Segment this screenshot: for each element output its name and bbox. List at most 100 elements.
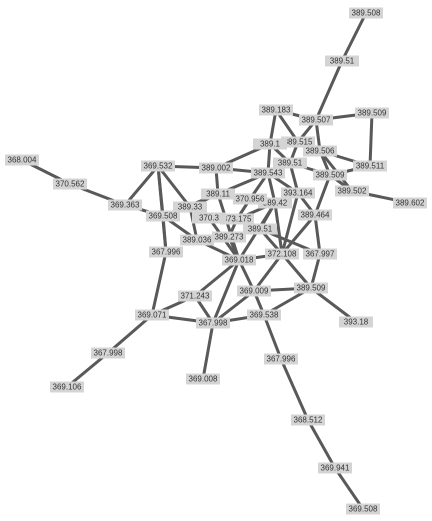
edge-d5-d6 <box>161 214 168 254</box>
node-b5: 389.51 <box>273 157 307 169</box>
node-box <box>243 223 277 235</box>
node-box <box>186 373 220 385</box>
node-b6: 389.509 <box>313 169 347 181</box>
node-g3: 369.941 <box>318 462 352 474</box>
edge-b1-b3 <box>268 108 278 146</box>
node-box <box>318 462 352 474</box>
node-label: 389.515 <box>284 138 313 147</box>
node-box <box>346 503 380 515</box>
node-g2: 368.512 <box>291 414 325 426</box>
node-box <box>253 138 287 150</box>
node-box <box>291 414 325 426</box>
node-box <box>247 309 281 321</box>
edge-a2-a3 <box>314 59 344 122</box>
node-label: 373.175 <box>223 215 252 224</box>
edge-c2-e3 <box>216 192 241 262</box>
edge-e3-e7 <box>193 258 241 298</box>
node-label: 367.997 <box>306 250 335 259</box>
edge-e1-e5 <box>280 252 313 290</box>
node-label: 372.108 <box>268 250 297 259</box>
node-label: 368.004 <box>8 156 37 165</box>
node-box <box>201 188 235 200</box>
edge-b9-e2 <box>313 213 322 256</box>
node-box <box>5 154 39 166</box>
node-box <box>199 162 233 174</box>
node-label: 369.508 <box>149 212 178 221</box>
node-d2: 370.562 <box>53 178 87 190</box>
node-c7: 389.273 <box>212 231 246 243</box>
edge-a4-a5 <box>368 111 374 168</box>
node-box <box>335 185 369 197</box>
node-c4: 373.175 <box>220 213 254 225</box>
node-box <box>303 248 337 260</box>
node-label: 369.363 <box>111 201 140 210</box>
node-box <box>141 160 175 172</box>
node-box <box>212 231 246 243</box>
node-label: 389.273 <box>215 233 244 242</box>
node-label: 389.509 <box>358 109 387 118</box>
node-box <box>349 7 383 19</box>
node-b9: 389.464 <box>298 209 332 221</box>
edge-e9-f3 <box>201 321 215 381</box>
node-label: 393.164 <box>284 189 313 198</box>
edge-f1-f2 <box>65 351 110 389</box>
node-label: 389.602 <box>396 199 425 208</box>
node-d1: 368.004 <box>5 154 39 166</box>
node-label: 370.956 <box>236 195 265 204</box>
node-a3: 389.507 <box>299 114 333 126</box>
node-d4: 369.532 <box>141 160 175 172</box>
node-box <box>237 285 271 297</box>
node-b3: 389.1 <box>253 138 287 150</box>
node-a4: 389.509 <box>355 107 389 119</box>
node-label: 389.502 <box>338 187 367 196</box>
node-label: 389.51 <box>248 225 273 234</box>
node-label: 389.511 <box>356 162 385 171</box>
node-label: 389.464 <box>301 211 330 220</box>
node-label: 389.509 <box>316 171 345 180</box>
node-box <box>353 160 387 172</box>
node-box <box>298 209 332 221</box>
node-b4: 389.506 <box>303 145 337 157</box>
node-box <box>180 234 214 246</box>
node-label: 389.42 <box>263 199 288 208</box>
node-g1: 367.996 <box>264 353 298 365</box>
node-box <box>273 157 307 169</box>
node-box <box>220 213 254 225</box>
node-c8: 389.036 <box>180 234 214 246</box>
node-box <box>339 316 373 328</box>
node-box <box>91 347 125 359</box>
edge-b10-e1 <box>273 201 284 256</box>
node-box <box>173 201 207 213</box>
node-label: 389.51 <box>330 57 355 66</box>
node-label: 369.009 <box>240 287 269 296</box>
edge-e10-g1 <box>262 313 283 361</box>
node-box <box>258 197 292 209</box>
node-box <box>196 317 230 329</box>
node-layer: 389.508389.51389.507389.509389.511389.50… <box>5 7 427 515</box>
edge-b9-e1 <box>280 213 317 256</box>
node-label: 367.996 <box>152 248 181 257</box>
node-box <box>192 212 226 224</box>
node-e6: 393.18 <box>339 316 373 328</box>
edge-a1-a2 <box>340 11 368 63</box>
node-box <box>222 254 256 266</box>
node-box <box>281 187 315 199</box>
node-label: 389.33 <box>178 203 203 212</box>
edge-b6-b9 <box>313 173 332 217</box>
node-c6: 389.51 <box>243 223 277 235</box>
node-label: 371.243 <box>181 292 210 301</box>
node-box <box>50 381 84 393</box>
node-label: 389.002 <box>202 164 231 173</box>
node-box <box>178 290 212 302</box>
node-label: 367.996 <box>267 355 296 364</box>
node-label: 369.532 <box>144 162 173 171</box>
node-box <box>299 114 333 126</box>
node-c1: 389.002 <box>199 162 233 174</box>
node-label: 389.1 <box>260 140 281 149</box>
node-label: 389.509 <box>297 284 326 293</box>
node-a7: 389.602 <box>393 197 427 209</box>
node-box <box>108 199 142 211</box>
node-label: 369.538 <box>250 311 279 320</box>
node-box <box>251 167 285 179</box>
